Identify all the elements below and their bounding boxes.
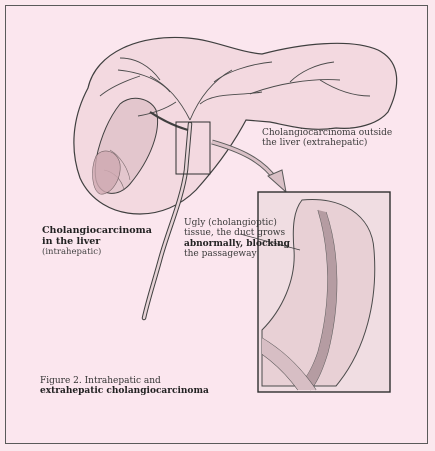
intrahepatic-label-line3: (intrahepatic) (42, 248, 162, 258)
duct-growth-label-line1: Ugly (cholangioptic) (184, 218, 304, 228)
duct-growth-label-line2: tissue, the duct grows (184, 228, 304, 238)
extrahepatic-label-line2: the liver (extrahepatic) (262, 138, 412, 148)
duct-growth-label: Ugly (cholangioptic) tissue, the duct gr… (184, 218, 304, 259)
figure-caption-line1: Figure 2. Intrahepatic and (40, 376, 260, 386)
figure-caption-line2: extrahepatic cholangiocarcinoma (40, 386, 260, 396)
duct-growth-label-line3: abnormally, blocking (184, 239, 304, 249)
extrahepatic-label-line1: Cholangiocarcinoma outside (262, 128, 412, 138)
extrahepatic-label: Cholangiocarcinoma outside the liver (ex… (262, 128, 412, 149)
figure-caption: Figure 2. Intrahepatic and extrahepatic … (40, 376, 260, 397)
duct-growth-label-line4: the passageway (184, 249, 304, 259)
intrahepatic-label: Cholangiocarcinoma in the liver (intrahe… (42, 226, 162, 258)
